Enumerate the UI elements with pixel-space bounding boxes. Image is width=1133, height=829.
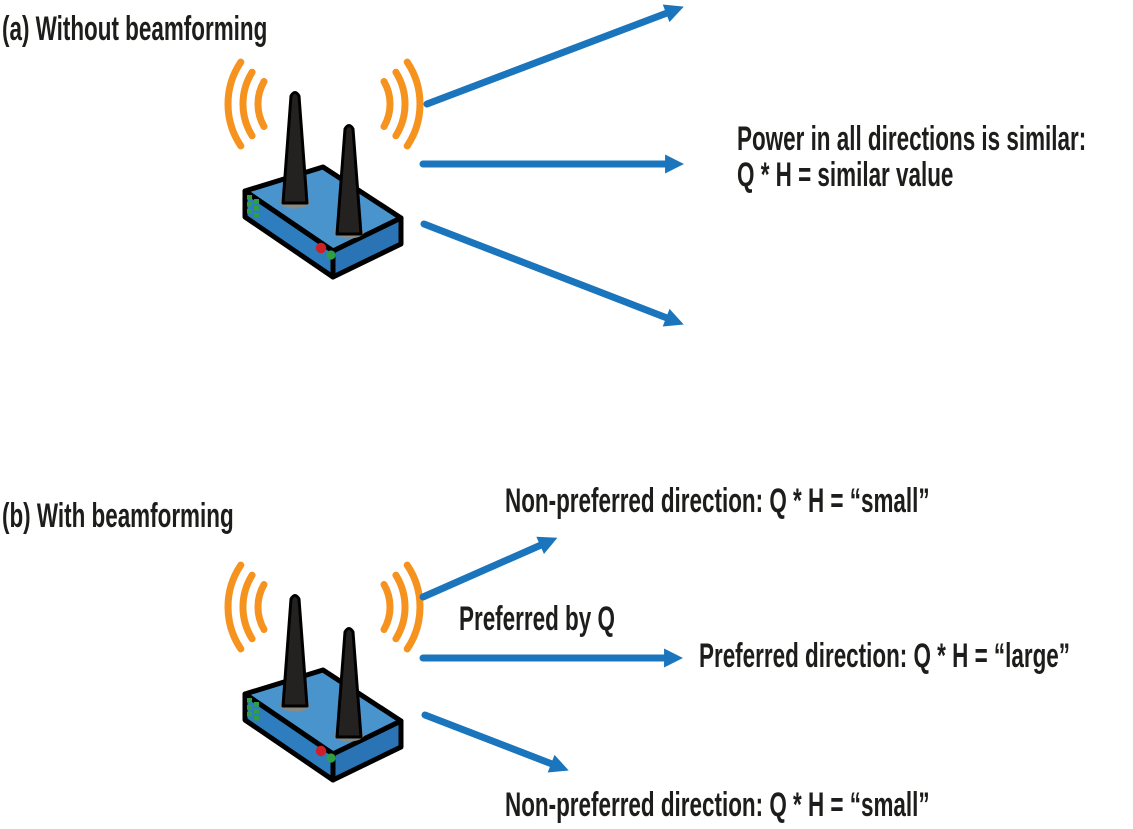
label-preferred-by-q: Preferred by Q xyxy=(459,600,615,638)
arrow-b-down-right-icon xyxy=(421,711,569,773)
router-illustration-b xyxy=(223,558,440,786)
section-a-title: (a) Without beamforming xyxy=(2,10,268,48)
arrow-a-up-right-icon xyxy=(423,4,684,108)
section-b-title: (b) With beamforming xyxy=(2,497,234,535)
arrow-a-down-right-icon xyxy=(420,220,684,327)
label-non-preferred-top: Non-preferred direction: Q * H = “small” xyxy=(505,482,930,520)
label-preferred-direction: Preferred direction: Q * H = “large” xyxy=(699,637,1071,675)
annotation-line-2: Q * H = similar value xyxy=(737,156,954,194)
arrow-b-up-right-icon xyxy=(419,536,558,601)
annotation-power-similar: Power in all directions is similar: Q * … xyxy=(737,121,1133,193)
annotation-line-1: Power in all directions is similar: xyxy=(737,120,1087,158)
router-illustration-a xyxy=(223,55,440,283)
label-non-preferred-bottom: Non-preferred direction: Q * H = “small” xyxy=(505,786,930,824)
